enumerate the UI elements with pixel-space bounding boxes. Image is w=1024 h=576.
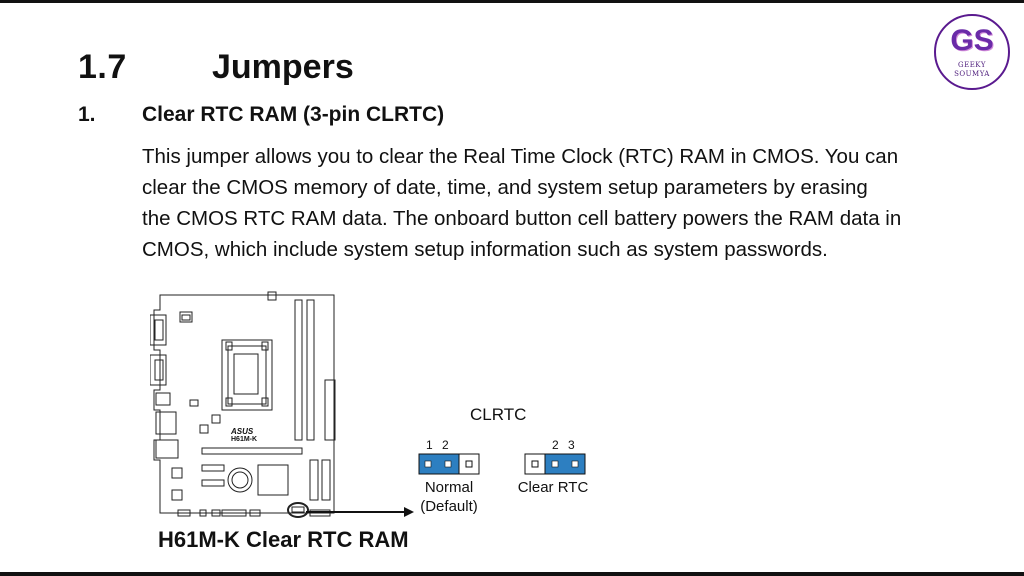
channel-logo: GS GEEKY SOUMYA — [934, 14, 1010, 90]
default-label: (Default) — [420, 498, 478, 515]
clear-rtc-label: Clear RTC — [517, 479, 589, 496]
normal-pin-numbers: 1 2 — [426, 438, 449, 452]
section-number: 1.7 — [78, 48, 127, 86]
board-model-label: ASUS H61M-K — [231, 427, 257, 443]
logo-text-line2: SOUMYA — [954, 70, 990, 78]
clear-rtc-jumper-icon — [524, 453, 586, 475]
normal-label: Normal — [424, 479, 474, 496]
item-number: 1. — [78, 103, 96, 126]
clear-pin-numbers: 2 3 — [552, 438, 575, 452]
logo-text-line1: GEEKY — [958, 61, 986, 69]
pointer-arrow — [306, 507, 414, 517]
board-model: H61M-K — [231, 436, 258, 443]
paragraph-line: clear the CMOS memory of date, time, and… — [142, 176, 868, 199]
diagram-caption: H61M-K Clear RTC RAM — [158, 527, 409, 552]
section-title: Jumpers — [212, 48, 354, 86]
normal-jumper-icon — [418, 453, 480, 475]
motherboard-diagram — [150, 291, 336, 518]
connector-label: CLRTC — [470, 405, 527, 424]
description-paragraph: This jumper allows you to clear the Real… — [142, 141, 1012, 265]
item-title: Clear RTC RAM (3-pin CLRTC) — [142, 103, 445, 126]
board-brand: ASUS — [231, 427, 254, 436]
logo-initials: GS — [950, 24, 994, 57]
paragraph-line: CMOS, which include system setup informa… — [142, 238, 828, 261]
paragraph-line: the CMOS RTC RAM data. The onboard butto… — [142, 207, 902, 230]
paragraph-line: This jumper allows you to clear the Real… — [142, 145, 899, 168]
top-border — [0, 0, 1024, 3]
bottom-border — [0, 572, 1024, 576]
